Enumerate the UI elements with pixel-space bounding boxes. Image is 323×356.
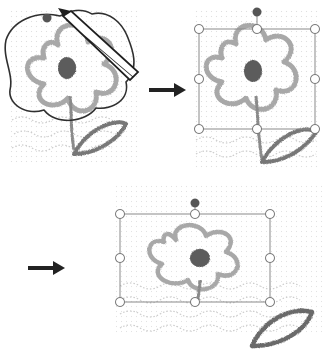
resize-handle [310,124,320,134]
flower-leaf [249,308,315,349]
panel-moved-resized [112,184,322,349]
resize-handles [115,209,275,307]
right-arrow-icon [28,261,65,275]
flower-center [58,57,76,79]
pencil-icon [58,8,140,82]
resize-handle [265,253,275,263]
resize-handles [194,24,320,134]
resize-handle [115,253,125,263]
rotate-handle-dot [252,7,262,17]
resize-handle [310,24,320,34]
flower-petals [25,22,119,114]
resize-handle [115,297,125,307]
flower-leaf [72,120,128,156]
resize-handle [265,209,275,219]
flower-drawing [25,22,128,156]
flower-petals [203,22,299,112]
flower-petals [147,222,240,292]
panel-lasso [4,8,140,163]
panel-bounding-box [194,7,320,168]
resize-handle [194,24,204,34]
rotate-handle-dot [42,13,52,23]
flower-center [244,60,262,82]
resize-handle [115,209,125,219]
flower-center [190,249,210,267]
resize-handle [265,297,275,307]
rotate-handle-dot [190,198,200,208]
resize-handle [194,124,204,134]
resize-handle [194,74,204,84]
resize-handle [310,74,320,84]
resize-handle [190,297,200,307]
lasso-outline [4,9,135,122]
dotted-texture [112,184,322,334]
resize-handle [190,209,200,219]
right-arrow-icon [149,83,186,97]
resize-handle [252,24,262,34]
resize-handle [252,124,262,134]
